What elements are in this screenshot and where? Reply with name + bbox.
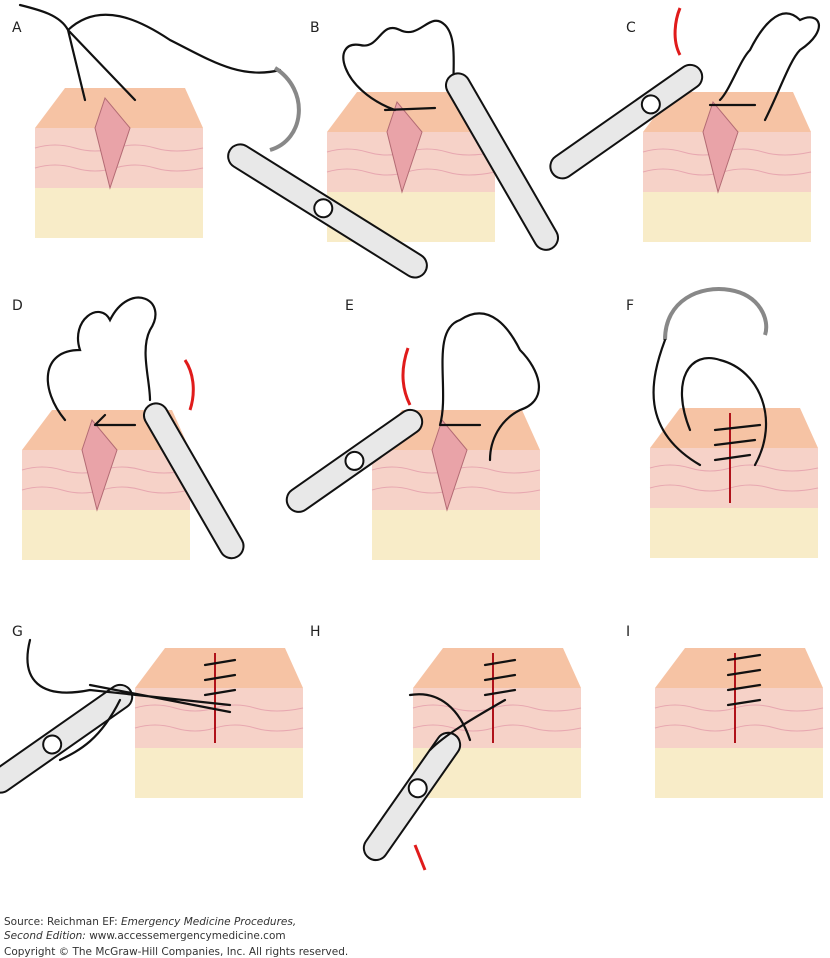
fat-layer — [643, 192, 811, 242]
thread — [26, 638, 232, 762]
needle-holder — [227, 143, 428, 279]
fat-layer — [135, 748, 303, 798]
panel-label-f: F — [626, 298, 635, 314]
needle-holder — [549, 63, 704, 180]
panel-label-d: D — [12, 298, 23, 314]
edition-line: Second Edition: www.accessemergencymedic… — [4, 930, 286, 942]
wound-incision — [702, 100, 739, 194]
wound-incision — [81, 418, 118, 512]
dermis-layer — [655, 688, 823, 748]
thread — [46, 296, 157, 427]
needle-holder — [285, 408, 424, 513]
red-arrow-icon — [401, 347, 412, 406]
skin-surface — [135, 648, 303, 688]
fat-layer — [35, 188, 203, 238]
panel-label-g: G — [12, 624, 23, 640]
skin-block — [642, 92, 812, 242]
red-arrow-icon — [413, 844, 427, 871]
sutures — [203, 658, 237, 697]
thread — [18, 3, 282, 102]
wound-incision — [386, 100, 423, 194]
skin-surface — [643, 92, 811, 132]
copyright: Copyright © The McGraw-Hill Companies, I… — [4, 946, 349, 958]
needle-holder — [362, 731, 462, 862]
needle — [269, 66, 301, 152]
wound-incision — [94, 96, 131, 190]
panel-b-drawing — [342, 19, 559, 251]
edition: Second Edition: — [4, 930, 86, 942]
fat-layer — [372, 510, 540, 560]
skin-block — [34, 88, 204, 238]
source-prefix: Source: Reichman EF: — [4, 916, 121, 928]
book-title: Emergency Medicine Procedures, — [120, 916, 297, 928]
panel-label-h: H — [310, 624, 321, 640]
needle-holder — [143, 402, 245, 560]
panel-c-drawing — [549, 7, 821, 180]
skin-block — [134, 648, 304, 798]
thread — [408, 658, 517, 752]
panel-label-b: B — [310, 20, 320, 36]
fat-layer — [650, 508, 818, 558]
panel-label-a: A — [12, 20, 22, 36]
needle-holder — [445, 72, 559, 251]
needle — [663, 287, 769, 341]
fat-layer — [22, 510, 190, 560]
skin-block — [654, 648, 824, 798]
skin-surface — [413, 648, 581, 688]
wound-incision — [431, 418, 468, 512]
source-url: www.accessemergencymedicine.com — [85, 930, 286, 942]
panel-h-drawing — [362, 658, 517, 871]
needle-holder — [0, 683, 134, 794]
panel-f-drawing — [652, 287, 769, 467]
panel-a-drawing — [18, 3, 428, 279]
thread — [438, 312, 540, 462]
red-arrow-icon — [183, 359, 195, 411]
skin-surface — [35, 88, 203, 128]
fat-layer — [655, 748, 823, 798]
thread — [342, 19, 457, 112]
panel-d-drawing — [46, 296, 245, 560]
skin-surface — [655, 648, 823, 688]
thread — [708, 12, 821, 122]
panel-e-drawing — [285, 312, 540, 513]
panel-label-i: I — [626, 624, 631, 640]
source-citation: Source: Reichman EF: Emergency Medicine … — [4, 916, 296, 928]
thread — [652, 338, 768, 467]
panel-label-e: E — [345, 298, 354, 314]
panel-label-c: C — [626, 20, 636, 36]
sutures — [726, 653, 762, 707]
skin-block — [649, 408, 819, 558]
panel-g-drawing — [0, 638, 237, 794]
panel-i-drawing — [726, 653, 762, 707]
red-arrow-icon — [673, 7, 682, 56]
